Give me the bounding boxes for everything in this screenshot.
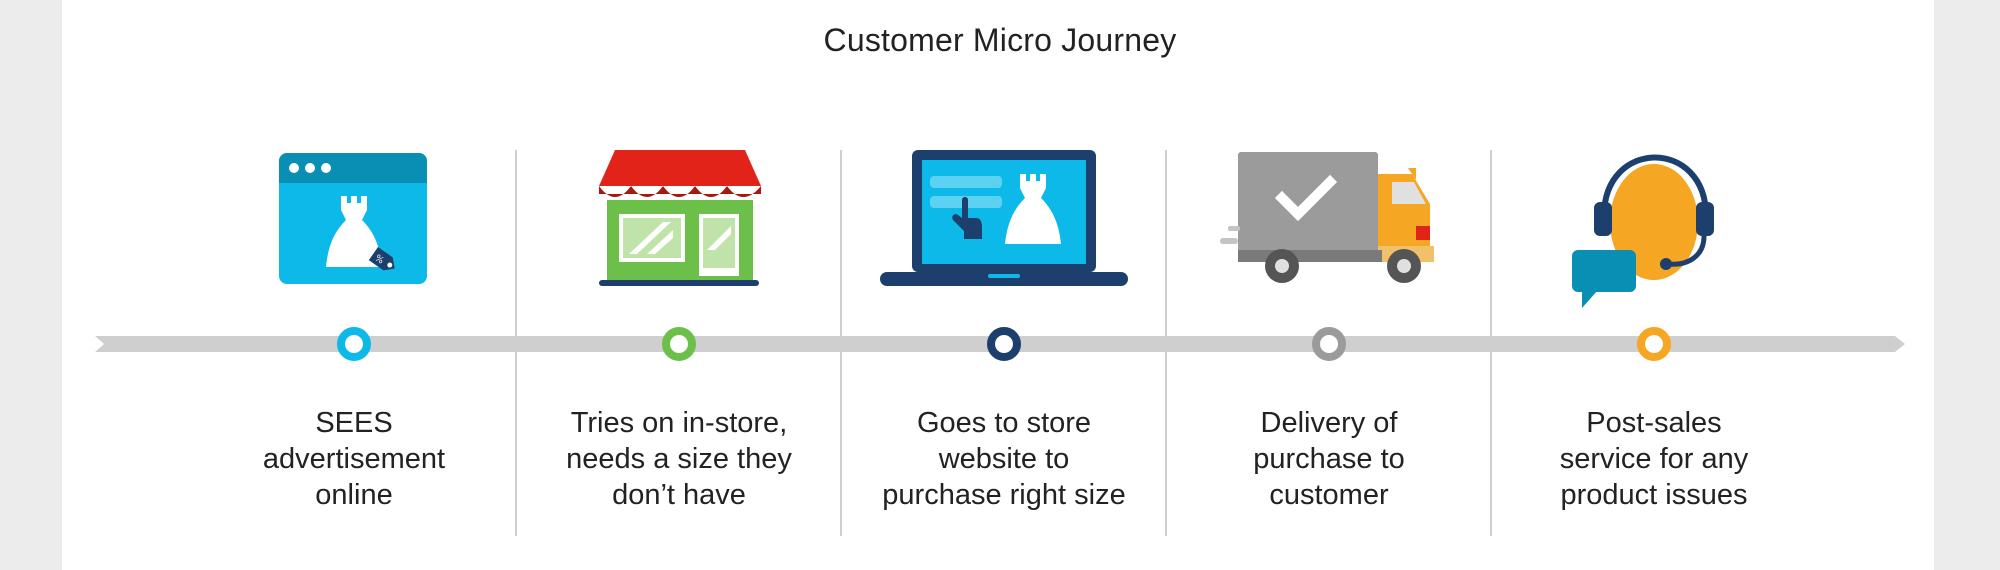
stage-label-line: don’t have bbox=[612, 479, 746, 511]
stage-label-line: customer bbox=[1269, 479, 1389, 511]
timeline-node-1 bbox=[337, 327, 371, 361]
browser-ad-dress-icon: % bbox=[279, 153, 427, 284]
stage-label-2: Tries on in-store, needs a size they don… bbox=[529, 405, 829, 513]
laptop-shopping-icon bbox=[880, 150, 1128, 286]
stage-label-4: Delivery of purchase to customer bbox=[1179, 405, 1479, 513]
stage-label-line: Tries on in-store, bbox=[570, 407, 788, 439]
delivery-truck-icon bbox=[1220, 152, 1434, 283]
stage-label-line: needs a size they bbox=[566, 443, 792, 475]
stage-label-5: Post-sales service for any product issue… bbox=[1504, 405, 1804, 513]
stage-label-line: online bbox=[315, 479, 393, 511]
stage-label-line: product issues bbox=[1560, 479, 1748, 511]
stage-label-line: purchase right size bbox=[882, 479, 1126, 511]
stage-label-line: purchase to bbox=[1253, 443, 1405, 475]
stage-label-line: service for any bbox=[1559, 443, 1749, 475]
timeline-node-4 bbox=[1312, 327, 1346, 361]
stage-label-3: Goes to store website to purchase right … bbox=[854, 405, 1154, 513]
stage-label-line: website to bbox=[938, 443, 1070, 475]
storefront-icon bbox=[599, 150, 761, 286]
timeline-node-3 bbox=[987, 327, 1021, 361]
stage-label-line: Delivery of bbox=[1260, 407, 1398, 439]
timeline-node-2 bbox=[662, 327, 696, 361]
timeline-node-5 bbox=[1637, 327, 1671, 361]
stage-label-1: SEES advertisement online bbox=[204, 405, 504, 513]
diagram-title: Customer Micro Journey bbox=[823, 22, 1177, 58]
stage-label-line: advertisement bbox=[262, 443, 446, 475]
support-headset-icon bbox=[1572, 154, 1714, 308]
stage-label-line: Post-sales bbox=[1586, 407, 1722, 439]
stage-label-line: Goes to store bbox=[916, 407, 1092, 439]
stage-label-line: SEES bbox=[315, 407, 393, 439]
